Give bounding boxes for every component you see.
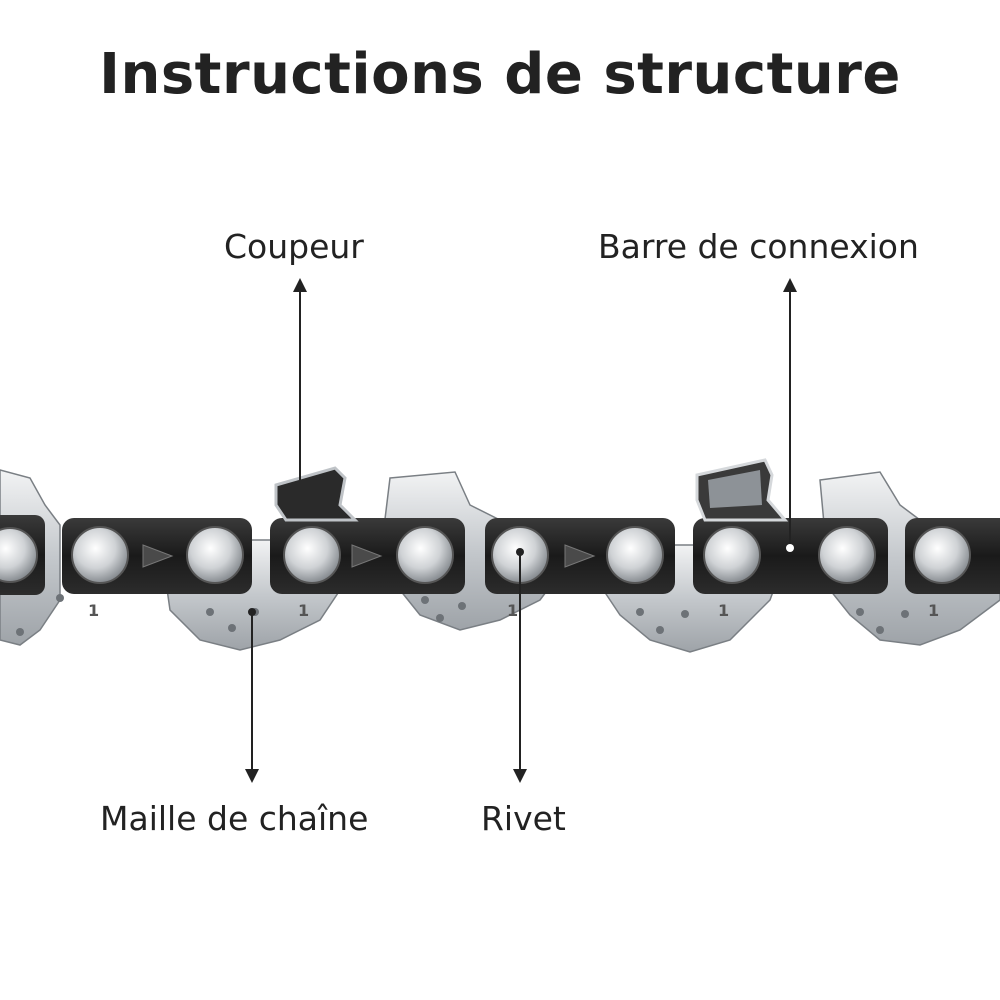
link-number-3: 1 bbox=[507, 601, 518, 620]
link-number-1: 1 bbox=[88, 601, 99, 620]
rivets bbox=[0, 526, 971, 584]
cutter-teeth bbox=[274, 458, 789, 522]
rivet-1 bbox=[71, 526, 129, 584]
rivet-8 bbox=[818, 526, 876, 584]
rivet-6 bbox=[606, 526, 664, 584]
label-rivet: Rivet bbox=[481, 799, 566, 838]
rivet-3 bbox=[283, 526, 341, 584]
dot-rivet bbox=[516, 548, 524, 556]
rivet-9 bbox=[913, 526, 971, 584]
rivet-2 bbox=[186, 526, 244, 584]
callouts bbox=[245, 278, 797, 783]
link-number-5: 1 bbox=[928, 601, 939, 620]
link-number-4: 1 bbox=[718, 601, 729, 620]
dot-tie-strap bbox=[786, 544, 794, 552]
cutter-1 bbox=[274, 466, 359, 522]
label-chain-link: Maille de chaîne bbox=[100, 799, 369, 838]
label-cutter: Coupeur bbox=[224, 227, 364, 266]
rivet-7 bbox=[703, 526, 761, 584]
page-title: Instructions de structure bbox=[99, 42, 901, 107]
rivet-0 bbox=[0, 527, 38, 583]
link-number-2: 1 bbox=[298, 601, 309, 620]
dot-chain-link bbox=[248, 608, 256, 616]
rivet-4 bbox=[396, 526, 454, 584]
label-tie-strap: Barre de connexion bbox=[598, 227, 919, 266]
